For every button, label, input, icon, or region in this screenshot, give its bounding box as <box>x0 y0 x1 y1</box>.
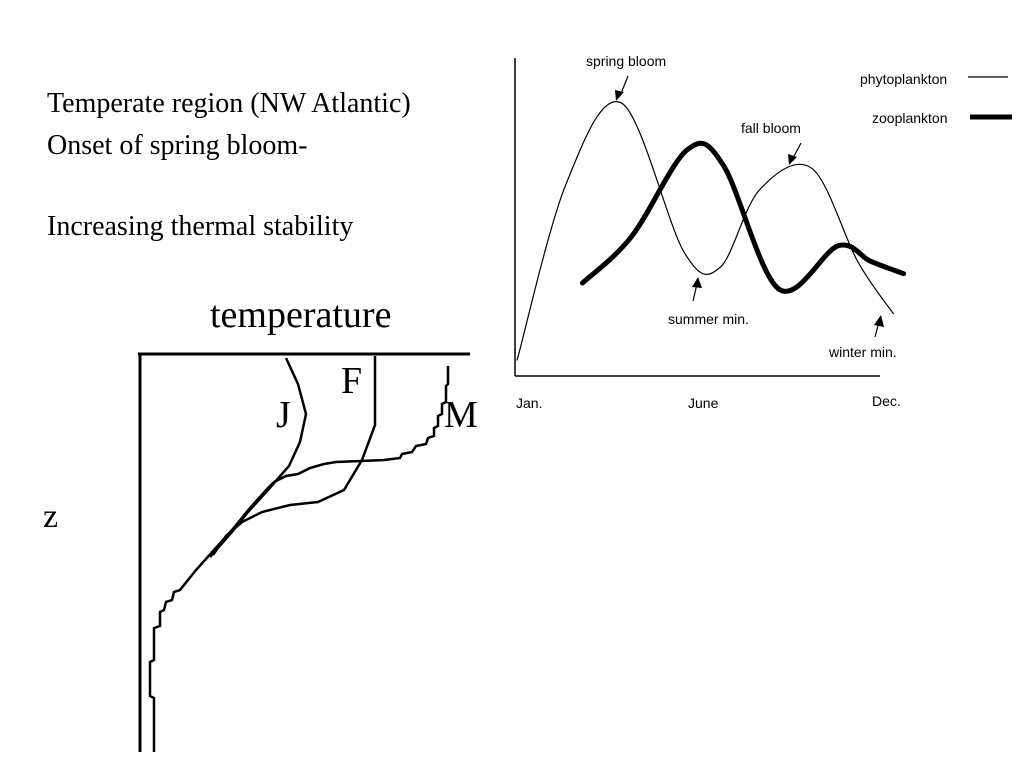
arrowhead-winter-min <box>874 315 884 327</box>
legend-label-zooplankton: zooplankton <box>872 110 948 126</box>
annotation-winter-min: winter min. <box>828 344 897 360</box>
x-tick-label-june: June <box>688 395 719 411</box>
x-tick-label-jan: Jan. <box>516 395 542 411</box>
depth-axis-label: z <box>43 498 59 535</box>
title-line-2: Onset of spring bloom- <box>47 130 308 161</box>
bloom-chart-axes <box>514 58 880 377</box>
annotation-spring-bloom: spring bloom <box>586 53 666 69</box>
temperature-axis-label: temperature <box>210 294 392 336</box>
arrowhead-fall-bloom <box>788 154 797 165</box>
curve-label-m: M <box>444 394 478 436</box>
annotation-summer-min: summer min. <box>668 311 749 327</box>
annotation-fall-bloom: fall bloom <box>741 120 801 136</box>
profile-curve-m <box>148 366 450 752</box>
arrowhead-summer-min <box>692 277 702 288</box>
title-line-1: Temperate region (NW Atlantic) <box>47 88 411 119</box>
series-line-zooplankton <box>580 140 906 294</box>
arrowhead-spring-bloom <box>615 90 624 101</box>
title-line-3: Increasing thermal stability <box>47 211 354 242</box>
legend-label-phytoplankton: phytoplankton <box>860 71 947 87</box>
series-line-phytoplankton <box>516 100 895 361</box>
curve-label-f: F <box>341 360 363 402</box>
curve-label-j: J <box>276 394 291 436</box>
x-tick-label-dec: Dec. <box>872 393 901 409</box>
